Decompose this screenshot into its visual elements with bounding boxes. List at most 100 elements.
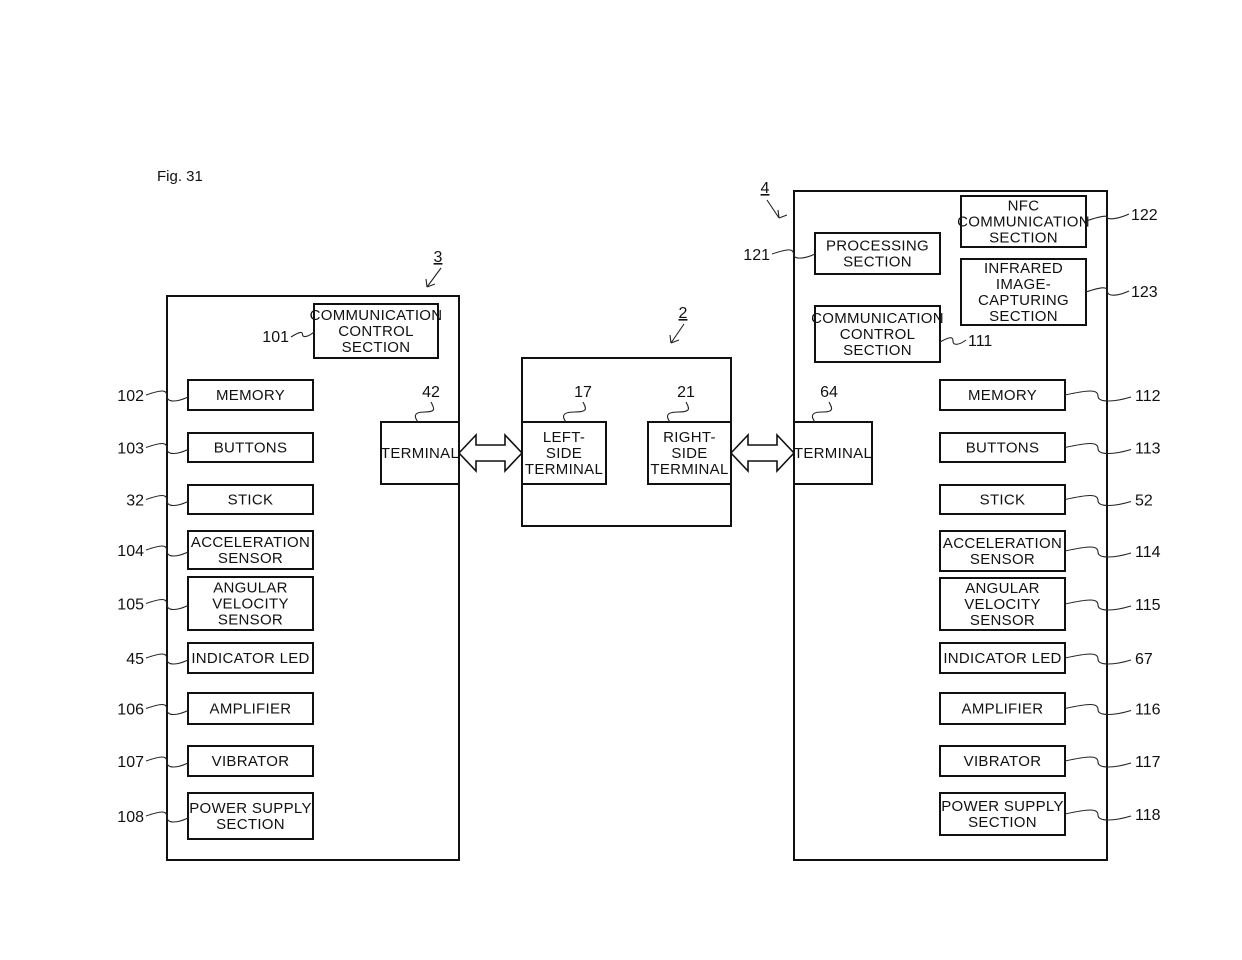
ref-117: 117 (1135, 754, 1161, 771)
left-component-memory: MEMORY (187, 379, 314, 411)
left-component-indicator-led-frame (187, 642, 314, 674)
left-connection-arrow (457, 432, 524, 474)
left-comm-control-section-label-line: SECTION (342, 339, 411, 356)
leader-116 (1064, 703, 1132, 716)
leader-106 (145, 703, 189, 716)
leader-121 (771, 249, 816, 259)
left-terminal-frame (380, 421, 460, 485)
leader-102 (145, 390, 189, 402)
left-side-terminal-frame (521, 421, 607, 485)
left-component-acceleration-sensor-label-line: SENSOR (218, 550, 283, 567)
left-component-angular-velocity-sensor-label-line: SENSOR (218, 612, 283, 629)
right-component-indicator-led: INDICATOR LED (939, 642, 1066, 674)
ref-121: 121 (743, 247, 770, 264)
ref-104: 104 (117, 543, 144, 560)
leader-21 (666, 401, 690, 423)
ref-112: 112 (1135, 388, 1161, 405)
right-comm-control-section-label-line: COMMUNICATION (811, 310, 944, 327)
left-side-terminal-label-line: TERMINAL (525, 461, 603, 478)
leader-32 (145, 494, 189, 507)
right-controller-pointer (766, 199, 788, 219)
ref-32: 32 (126, 493, 144, 510)
right-component-buttons-label-line: BUTTONS (966, 440, 1040, 457)
ref-21: 21 (677, 384, 695, 401)
right-component-power-supply-section-frame (939, 792, 1066, 836)
right-comm-control-section-frame (814, 305, 941, 363)
left-side-terminal-label-line: LEFT- (543, 429, 585, 446)
left-component-buttons-frame (187, 432, 314, 463)
left-component-angular-velocity-sensor-frame (187, 576, 314, 631)
right-component-stick-label-line: STICK (980, 492, 1026, 509)
leader-111 (939, 337, 967, 345)
figure-label: Fig. 31 (157, 168, 203, 185)
leader-122 (1085, 213, 1130, 222)
ref-67: 67 (1135, 651, 1153, 668)
right-nfc-section-label-line: COMMUNICATION (957, 214, 1090, 231)
right-component-power-supply-section-label-line: SECTION (968, 814, 1037, 831)
leader-112 (1064, 390, 1132, 402)
ref-103: 103 (117, 441, 144, 458)
blocks: COMMUNICATIONCONTROLSECTIONTERMINALMEMOR… (166, 190, 1108, 861)
leader-67 (1064, 653, 1132, 665)
ref-114: 114 (1135, 544, 1161, 561)
leader-115 (1064, 599, 1132, 611)
ref-115: 115 (1135, 597, 1161, 614)
right-component-vibrator: VIBRATOR (939, 745, 1066, 777)
leader-101 (290, 331, 315, 338)
right-component-buttons: BUTTONS (939, 432, 1066, 463)
right-component-buttons-frame (939, 432, 1066, 463)
right-component-vibrator-frame (939, 745, 1066, 777)
ref-122: 122 (1131, 207, 1158, 224)
right-component-acceleration-sensor-label-line: SENSOR (970, 551, 1035, 568)
left-component-power-supply-section-label-line: POWER SUPPLY (189, 800, 312, 817)
ref-123: 123 (1131, 284, 1158, 301)
leader-123 (1085, 287, 1130, 296)
right-component-vibrator-label-line: VIBRATOR (964, 753, 1042, 770)
right-processing-section-label-line: SECTION (843, 254, 912, 271)
left-component-power-supply-section-label-line: SECTION (216, 816, 285, 833)
right-component-power-supply-section-label-line: POWER SUPPLY (941, 798, 1064, 815)
right-comm-control-section-label-line: CONTROL (840, 326, 915, 343)
leader-118 (1064, 809, 1132, 821)
left-component-angular-velocity-sensor-label-line: ANGULAR (213, 580, 288, 597)
left-component-stick: STICK (187, 484, 314, 515)
left-component-acceleration-sensor-frame (187, 530, 314, 570)
right-nfc-section-frame (960, 195, 1087, 248)
leader-113 (1064, 442, 1132, 455)
left-terminal-label-line: TERMINAL (381, 445, 459, 462)
leader-105 (145, 598, 189, 611)
ref-118: 118 (1135, 807, 1161, 824)
right-component-amplifier-label-line: AMPLIFIER (962, 701, 1044, 718)
right-terminal: TERMINAL (793, 421, 873, 485)
left-component-indicator-led: INDICATOR LED (187, 642, 314, 674)
right-nfc-section-label-line: NFC (1008, 198, 1040, 215)
left-comm-control-section-label-line: COMMUNICATION (310, 307, 443, 324)
ref-111: 111 (968, 333, 992, 350)
right-component-stick: STICK (939, 484, 1066, 515)
right-side-terminal-frame (647, 421, 732, 485)
right-component-amplifier: AMPLIFIER (939, 692, 1066, 725)
leader-117 (1064, 756, 1132, 768)
right-side-terminal-label-line: RIGHT- (663, 429, 716, 446)
ref-45: 45 (126, 651, 144, 668)
right-component-angular-velocity-sensor-label-line: SENSOR (970, 612, 1035, 629)
left-component-amplifier-frame (187, 692, 314, 725)
right-side-terminal-label-line: TERMINAL (650, 461, 728, 478)
leader-103 (145, 442, 189, 455)
left-controller-ref: 3 (434, 249, 443, 266)
right-component-acceleration-sensor-label-line: ACCELERATION (943, 535, 1062, 552)
right-side-terminal-label-line: SIDE (671, 445, 707, 462)
left-component-amplifier: AMPLIFIER (187, 692, 314, 725)
right-infrared-section-label-line: CAPTURING (978, 292, 1069, 309)
leader-17 (562, 401, 586, 423)
left-component-vibrator-frame (187, 745, 314, 777)
left-component-buttons: BUTTONS (187, 432, 314, 463)
